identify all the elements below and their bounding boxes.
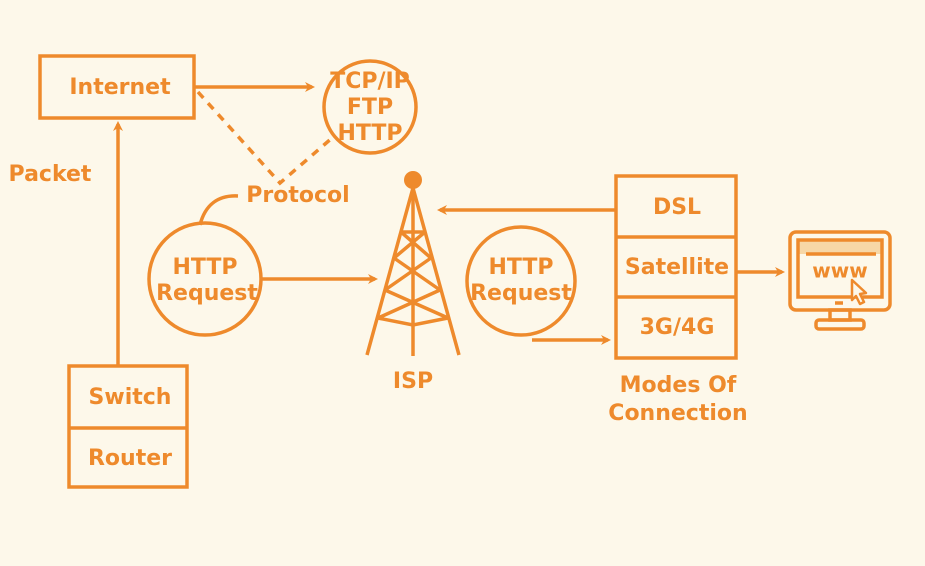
dashed-protocol-link <box>196 90 334 186</box>
modes-caption-2: Connection <box>608 401 747 426</box>
internet-node: Internet <box>38 54 196 120</box>
isp-label: ISP <box>393 369 433 394</box>
modes-node: DSL Satellite 3G/4G <box>614 174 738 360</box>
protocol-http: HTTP <box>337 121 402 146</box>
mode-dsl: DSL <box>653 195 701 220</box>
monitor-icon: www <box>788 230 892 331</box>
switch-label: Switch <box>89 385 172 410</box>
tower-icon <box>365 171 461 356</box>
http-request-right-node: HTTP Request <box>465 225 577 337</box>
packet-label: Packet <box>9 162 92 187</box>
mode-satellite: Satellite <box>625 255 729 280</box>
request-label: Request <box>470 281 572 306</box>
cursor-icon <box>850 278 868 306</box>
www-label: www <box>812 259 867 283</box>
http-request-left-node: HTTP Request <box>147 221 263 337</box>
request-label: Request <box>156 281 258 306</box>
protocols-node: TCP/IP FTP HTTP <box>322 59 418 155</box>
protocol-connector <box>198 194 239 226</box>
http-label: HTTP <box>488 255 553 280</box>
internet-label: Internet <box>69 75 171 100</box>
protocol-label: Protocol <box>246 183 349 208</box>
http-label: HTTP <box>172 255 237 280</box>
modes-caption-1: Modes Of <box>620 373 737 398</box>
switch-router-node: Switch Router <box>67 364 189 489</box>
mode-3g4g: 3G/4G <box>640 315 715 340</box>
protocol-ftp: FTP <box>347 95 393 120</box>
protocol-tcpip: TCP/IP <box>330 69 410 94</box>
router-label: Router <box>88 446 172 471</box>
